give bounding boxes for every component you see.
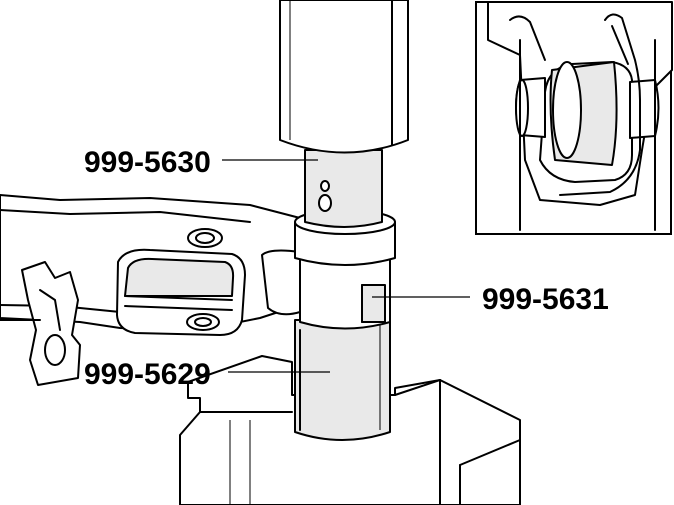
- detail-inset: [475, 1, 673, 235]
- left-bracket: [0, 261, 81, 386]
- sleeve-tool: [299, 257, 391, 330]
- lower-press-tool: [294, 319, 391, 441]
- label-999-5630: 999-5630: [84, 146, 211, 179]
- press-ram: [279, 0, 409, 154]
- label-999-5631: 999-5631: [482, 283, 609, 316]
- label-999-5629: 999-5629: [84, 358, 211, 391]
- upper-press-tool-shaft: [304, 149, 383, 228]
- leader-lines: [222, 159, 470, 373]
